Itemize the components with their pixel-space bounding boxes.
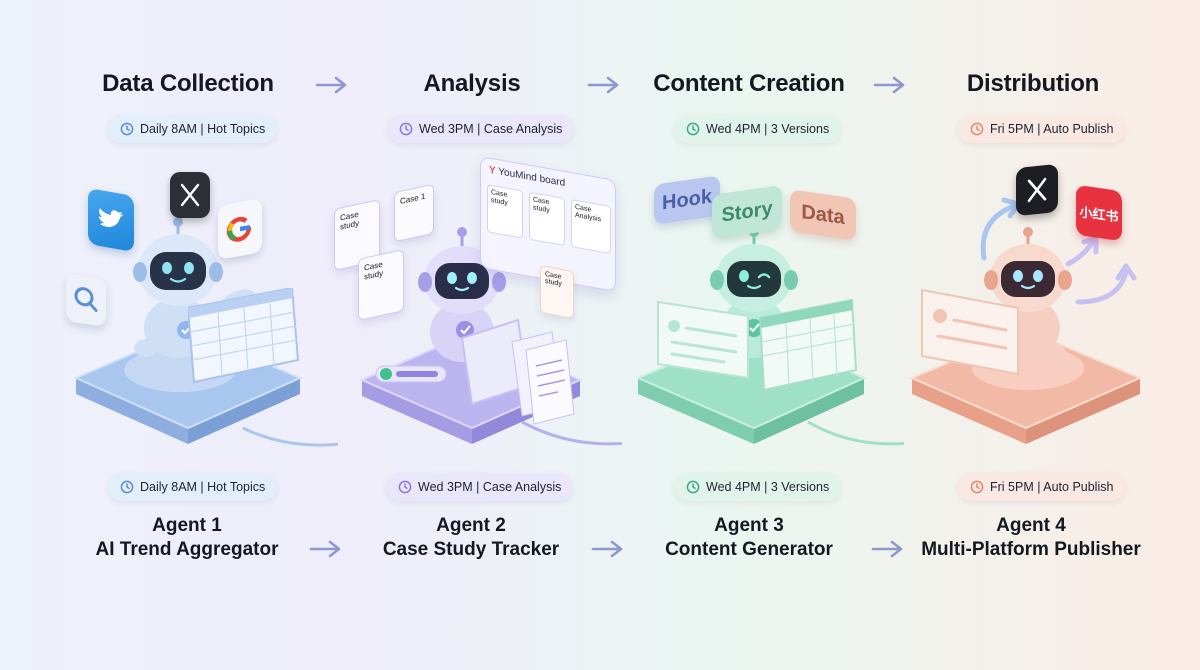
clock-icon <box>399 122 413 136</box>
clock-icon <box>686 480 700 494</box>
arrow-right-icon <box>309 540 341 558</box>
schedule-text: Wed 3PM | Case Analysis <box>419 122 563 136</box>
case-card: Case study <box>487 184 523 239</box>
schedule-text: Daily 8AM | Hot Topics <box>140 480 266 494</box>
schedule-text: Wed 4PM | 3 Versions <box>706 122 830 136</box>
schedule-text: Wed 3PM | Case Analysis <box>418 480 562 494</box>
schedule-text: Daily 8AM | Hot Topics <box>140 122 266 136</box>
schedule-badge: Daily 8AM | Hot Topics <box>108 115 278 143</box>
schedule-badge: Wed 3PM | Case Analysis <box>387 115 575 143</box>
agent-label-1: Agent 1 AI Trend Aggregator <box>37 514 337 562</box>
case-card: Case study <box>529 191 565 246</box>
arrow-right-icon <box>587 76 619 94</box>
clock-icon <box>970 480 984 494</box>
schedule-badge: Fri 5PM | Auto Publish <box>958 473 1126 501</box>
stage-title-content-creation: Content Creation <box>653 70 845 97</box>
arrow-right-icon <box>315 76 347 94</box>
search-icon <box>66 273 106 327</box>
distribution-illustration: 小红书 <box>878 160 1178 460</box>
agent-number: Agent 3 <box>714 515 784 536</box>
schedule-text: Fri 5PM | Auto Publish <box>990 480 1114 494</box>
twitter-icon <box>88 187 134 253</box>
board-logo-icon: Y <box>489 164 496 177</box>
arrow-right-icon <box>873 76 905 94</box>
agent-label-3: Agent 3 Content Generator <box>599 514 899 562</box>
xiaohongshu-icon: 小红书 <box>1076 184 1122 242</box>
schedule-text: Fri 5PM | Auto Publish <box>990 122 1114 136</box>
case-card: Case study <box>540 265 574 319</box>
agent-label-4: Agent 4 Multi-Platform Publisher <box>881 514 1181 562</box>
agent-name: Content Generator <box>665 539 833 560</box>
agent-number: Agent 4 <box>996 515 1066 536</box>
stage-title-analysis: Analysis <box>423 70 521 97</box>
agent-number: Agent 1 <box>152 515 222 536</box>
clock-icon <box>120 122 134 136</box>
schedule-badge: Fri 5PM | Auto Publish <box>958 115 1126 143</box>
clock-icon <box>686 122 700 136</box>
arrow-right-icon <box>871 540 903 558</box>
clock-icon <box>120 480 134 494</box>
schedule-text: Wed 4PM | 3 Versions <box>706 480 830 494</box>
stage-title-distribution: Distribution <box>966 70 1100 97</box>
schedule-badge: Wed 4PM | 3 Versions <box>674 473 842 501</box>
schedule-badge: Wed 4PM | 3 Versions <box>674 115 842 143</box>
x-icon <box>170 172 210 218</box>
case-card: Case study <box>358 249 404 321</box>
stage-title-data-collection: Data Collection <box>102 70 274 97</box>
arrow-right-icon <box>591 540 623 558</box>
board-title: Y YouMind board <box>489 164 566 190</box>
google-icon <box>218 198 262 260</box>
case-card: Case 1 <box>394 183 434 243</box>
agent-number: Agent 2 <box>436 515 506 536</box>
agent-name: Multi-Platform Publisher <box>921 539 1141 560</box>
x-icon <box>1016 163 1058 217</box>
clock-icon <box>970 122 984 136</box>
data-collection-illustration <box>38 160 399 460</box>
agent-name: Case Study Tracker <box>382 539 560 560</box>
analysis-illustration: Y YouMind board Case study Case study Ca… <box>322 156 683 460</box>
content-creation-illustration: Hook Story Data <box>604 160 961 460</box>
schedule-badge: Wed 3PM | Case Analysis <box>386 473 574 501</box>
agent-name: AI Trend Aggregator <box>95 539 279 560</box>
agent-label-2: Agent 2 Case Study Tracker <box>321 514 621 562</box>
clock-icon <box>398 480 412 494</box>
spreadsheet-icon <box>188 288 300 384</box>
schedule-badge: Daily 8AM | Hot Topics <box>108 473 278 501</box>
